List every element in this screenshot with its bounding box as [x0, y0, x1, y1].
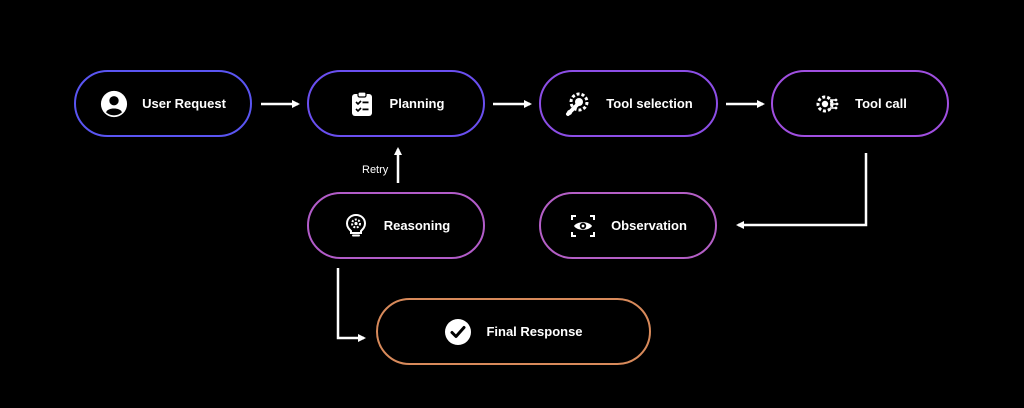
- tool-call-node: Tool call: [771, 70, 949, 137]
- eye-scan-icon: [569, 212, 597, 240]
- reasoning-node: Reasoning: [307, 192, 485, 259]
- observation-node: Observation: [539, 192, 717, 259]
- check-circle-icon: [444, 318, 472, 346]
- lightbulb-gear-icon: [342, 212, 370, 240]
- gear-circuit-icon: [813, 90, 841, 118]
- arrow-tool-call-to-observation: [736, 153, 868, 229]
- tool-selection-label: Tool selection: [606, 96, 693, 111]
- retry-label: Retry: [362, 164, 389, 176]
- tool-selection-node: Tool selection: [539, 70, 718, 137]
- final-response-node: Final Response: [376, 298, 651, 365]
- wrench-gear-icon: [564, 90, 592, 118]
- clipboard-checklist-icon: [348, 90, 376, 118]
- final-response-label: Final Response: [486, 324, 583, 339]
- arrow-reasoning-to-final-response: [336, 268, 366, 342]
- tool-call-label: Tool call: [855, 96, 907, 111]
- observation-label: Observation: [611, 218, 687, 233]
- user-icon: [100, 90, 128, 118]
- user-request-node: User Request: [74, 70, 252, 137]
- planning-label: Planning: [389, 96, 445, 111]
- planning-node: Planning: [307, 70, 485, 137]
- user-request-label: User Request: [142, 96, 226, 111]
- reasoning-label: Reasoning: [383, 218, 451, 233]
